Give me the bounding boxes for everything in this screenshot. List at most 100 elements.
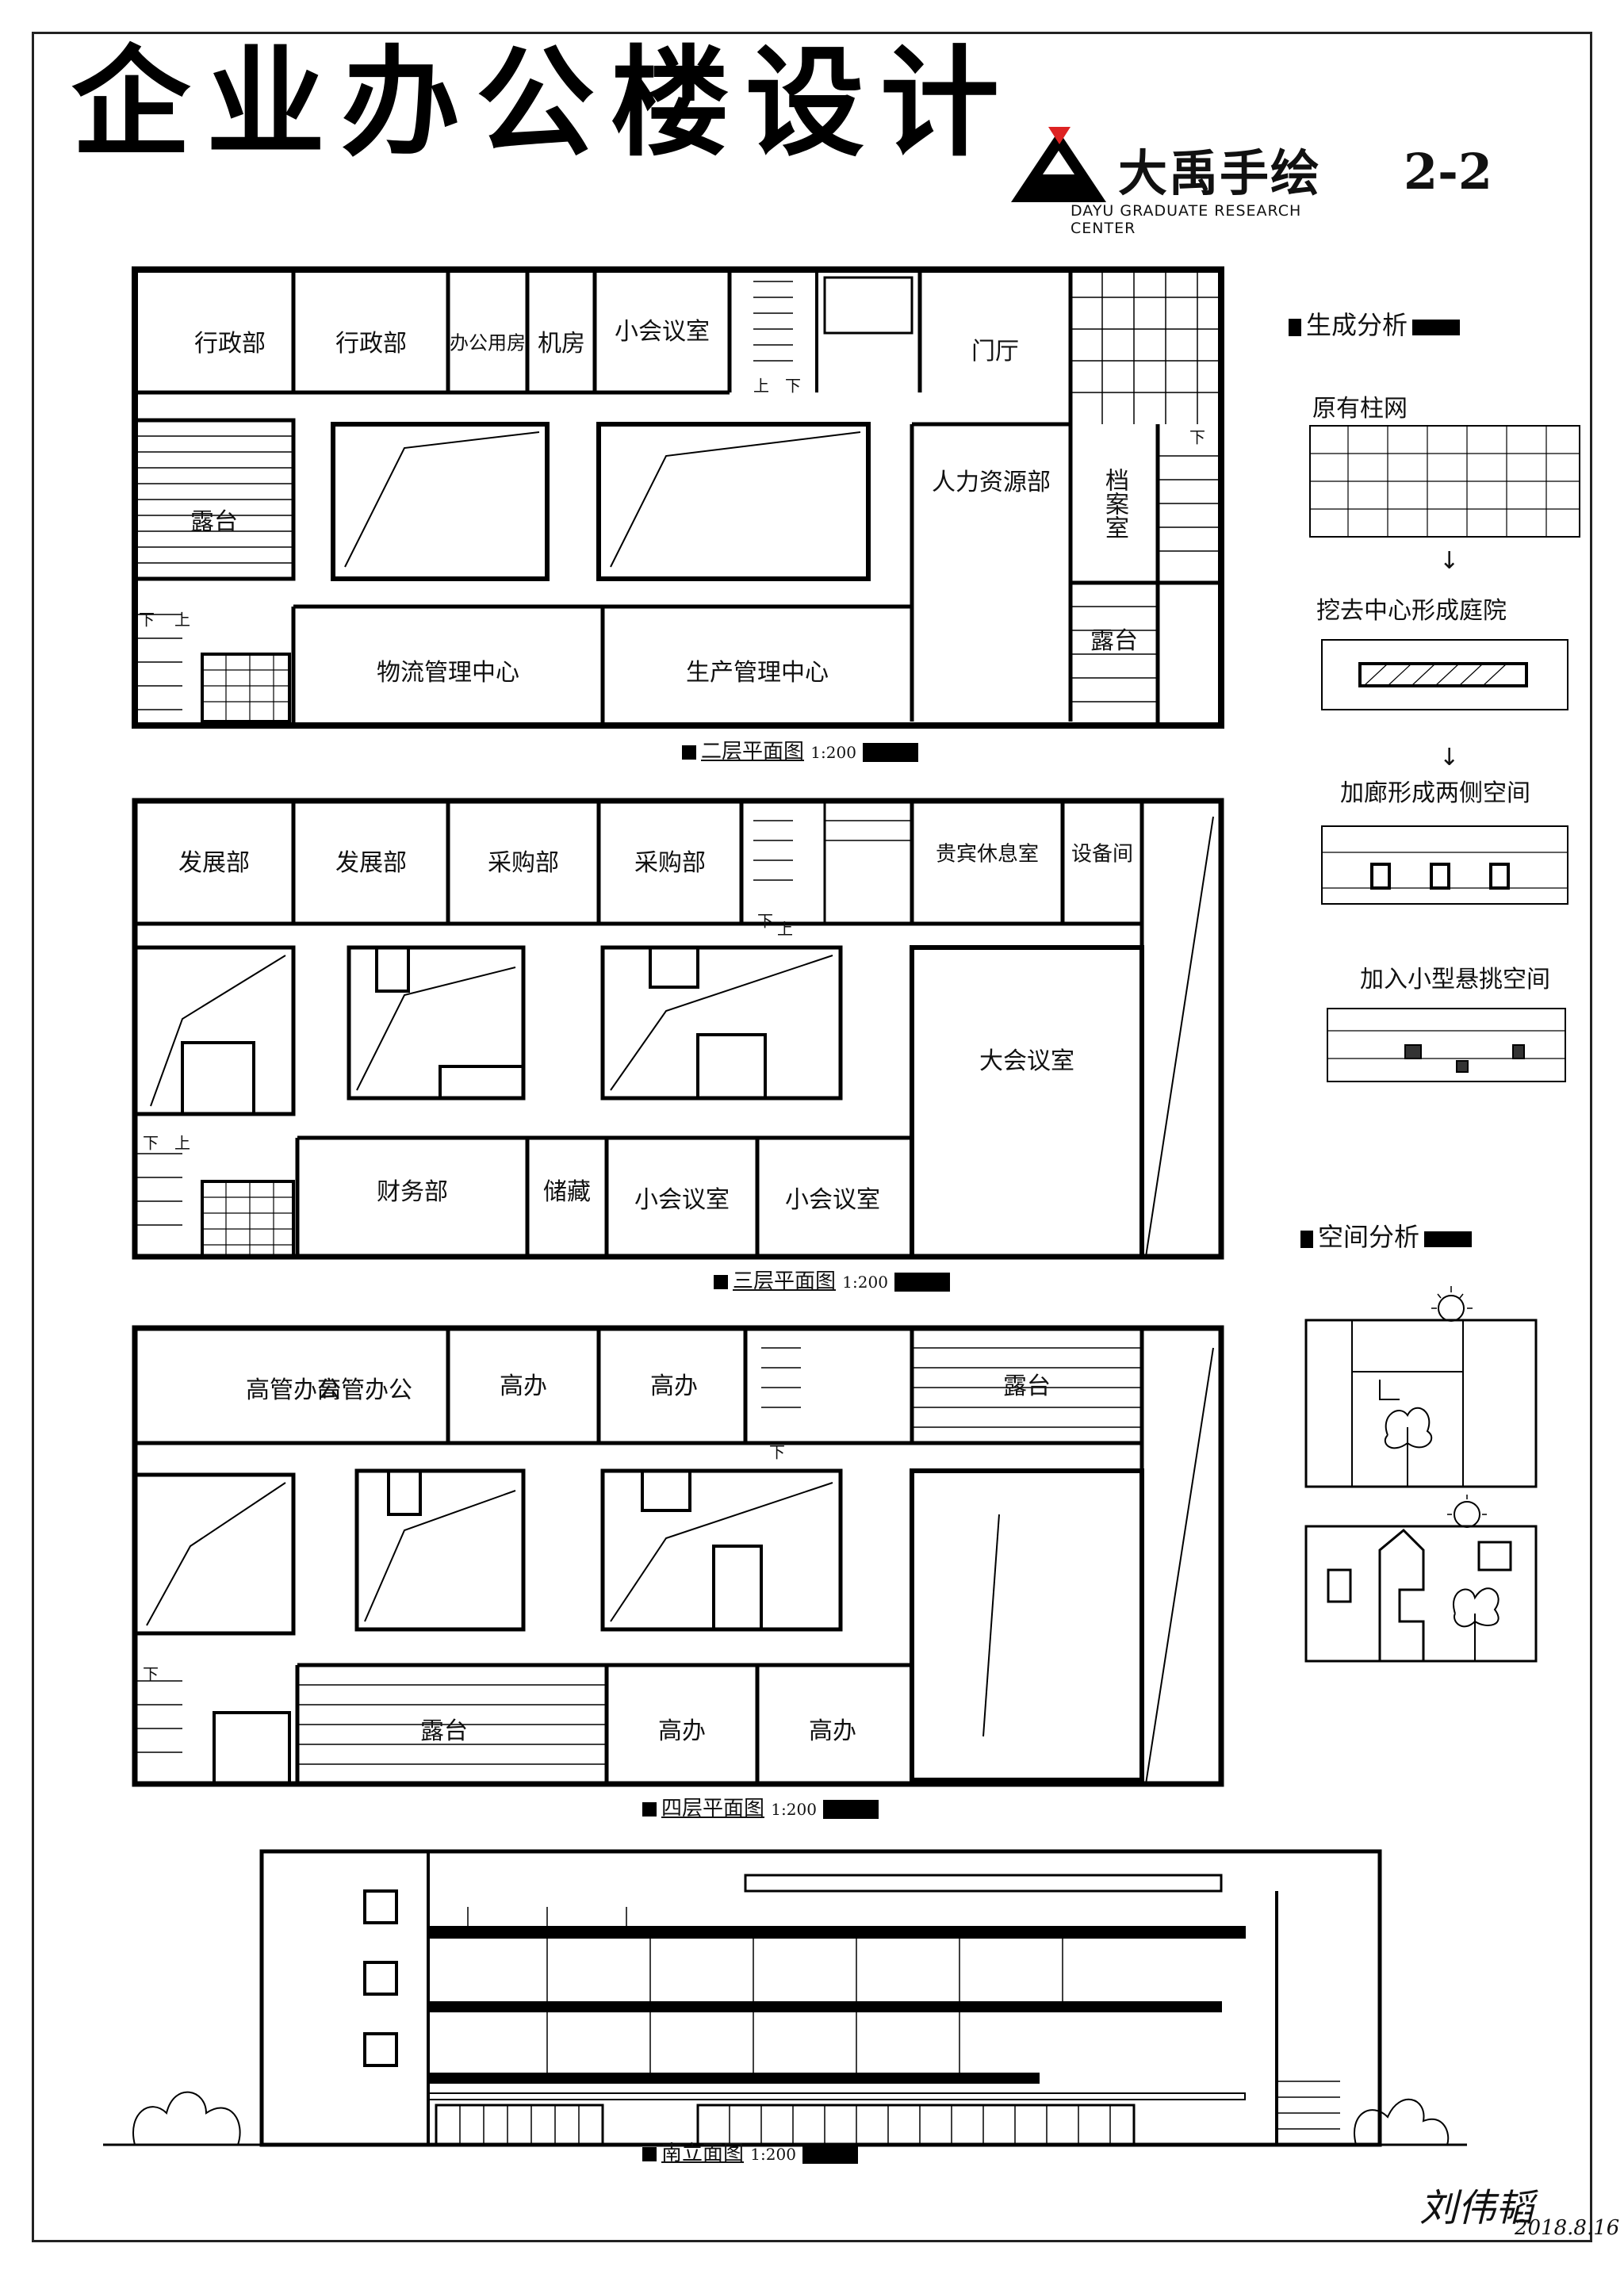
room-label: 高办 [809,1717,856,1745]
heading-marker-icon [1300,1230,1313,1248]
room-label: 高办 [650,1372,698,1400]
heading-bar-icon [1424,1231,1473,1247]
stair-label: 上 [174,1133,190,1153]
space-analysis-text: 空间分析 [1318,1222,1420,1252]
plan-caption-text: 二层平面图 [701,740,805,764]
logo-mark-icon [1011,127,1106,202]
space-analysis-section-2 [1304,1495,1542,1672]
room-label: 行政部 [335,330,407,358]
stair-label: 下 [139,610,155,630]
room-label: 高管办公 [317,1376,412,1404]
stair-label: 下 [143,1664,159,1684]
down-arrow-icon: ↓ [1439,547,1460,575]
plan-caption: 四层平面图 1:200 [642,1792,879,1821]
room-label: 机房 [538,330,585,358]
room-label: 档案室 [1101,468,1128,539]
room-label: 露台 [190,508,238,536]
author-signature: 刘伟韬 [1419,2186,1534,2230]
south-elevation-drawing [103,1849,1467,2147]
caption-marker-icon [642,1802,657,1817]
step1-diagram [1320,638,1574,717]
logo-text: 大禹手绘 [1118,144,1322,202]
room-label: 设备间 [1071,842,1134,867]
stair-label: 上 [777,919,793,939]
elevation-caption-text: 南立面图 [661,2142,745,2165]
floor-plan-4-drawing [132,1325,1224,1787]
shrub-icon [132,2091,1450,2146]
form-analysis-text: 生成分析 [1306,310,1408,340]
elevation-scale: 1:200 [750,2145,796,2164]
plan-scale: 1:200 [810,743,856,762]
step2-label: 加廊形成两侧空间 [1340,779,1530,807]
brand-logo: 大禹手绘 DAYU GRADUATE RESEARCH CENTER [1007,119,1372,237]
logo-subtitle: DAYU GRADUATE RESEARCH CENTER [1071,202,1302,237]
step1-label: 挖去中心形成庭院 [1316,597,1507,625]
space-analysis-heading: 空间分析 [1300,1217,1473,1254]
room-label: 采购部 [634,849,706,877]
caption-bar-icon [862,743,918,762]
room-label: 贵宾休息室 [935,842,1040,867]
floor-plan-3-drawing [132,798,1224,1260]
down-arrow-icon: ↓ [1439,744,1460,771]
page-title: 企业办公楼设计 [71,33,1016,173]
room-label: 小会议室 [785,1186,880,1214]
drawing-date: 2018.8.16 [1515,2216,1620,2240]
caption-marker-icon [682,745,696,760]
sheet-border [32,32,1592,2242]
caption-bar-icon [802,2145,858,2164]
room-label: 高办 [658,1717,706,1745]
step3-diagram [1326,1007,1572,1089]
room-label: 小会议室 [634,1186,730,1214]
stair-label: 下 [1189,427,1205,447]
caption-marker-icon [642,2147,657,2161]
caption-bar-icon [822,1800,879,1819]
plan-caption-text: 四层平面图 [661,1797,765,1820]
elevation-caption: 南立面图 1:200 [642,2137,858,2166]
south-elevation: 南立面图 1:200 [103,1843,1467,2176]
heading-marker-icon [1289,318,1301,336]
stair-label: 上 [753,376,769,396]
room-label: 门厅 [971,338,1019,366]
step2-diagram [1320,825,1574,911]
floor-plan-2: 行政部 行政部 办公用房 机房 小会议室 门厅 露台 人力资源部 档案室 露台 … [127,266,1253,764]
room-label: 发展部 [178,849,250,877]
sheet-number: 2-2 [1404,143,1493,201]
floor-plan-2-drawing [132,266,1224,729]
room-label: 露台 [420,1717,468,1745]
room-label: 露台 [1090,627,1138,655]
stair-label: 上 [174,610,190,630]
room-label: 大会议室 [979,1047,1074,1075]
caption-bar-icon [894,1273,950,1292]
stair-label: 下 [785,376,801,396]
plan-caption: 三层平面图 1:200 [714,1265,950,1294]
stair-label: 下 [757,911,773,931]
room-label: 财务部 [377,1178,448,1206]
stair-label: 下 [143,1133,159,1153]
room-label: 办公用房 [450,331,526,354]
room-label: 生产管理中心 [686,659,829,687]
floor-plan-3: 发展部 发展部 采购部 采购部 贵宾休息室 设备间 大会议室 财务部 储藏 小会… [127,797,1253,1293]
room-label: 小会议室 [615,318,710,346]
room-label: 人力资源部 [932,469,1051,496]
plan-caption-text: 三层平面图 [733,1269,837,1293]
floor-plan-4: 高管办公 高管办公 高办 高办 露台 露台 高办 高办 下 下 四层平面图 1:… [127,1324,1253,1820]
room-label: 采购部 [488,849,559,877]
plan-scale: 1:200 [771,1800,817,1819]
plan-caption: 二层平面图 1:200 [682,735,918,764]
stair-label: 下 [769,1442,785,1462]
step3-label: 加入小型悬挑空间 [1360,966,1550,993]
caption-marker-icon [714,1275,728,1289]
room-label: 发展部 [335,849,407,877]
original-grid-diagram [1308,424,1586,546]
room-label: 物流管理中心 [377,659,519,687]
form-analysis-heading: 生成分析 [1289,305,1461,342]
room-label: 行政部 [194,330,266,358]
room-label: 储藏 [543,1178,591,1206]
room-label: 高管办公 [246,1376,341,1404]
room-label: 高办 [500,1372,547,1400]
heading-bar-icon [1412,319,1461,335]
room-label: 露台 [1003,1372,1051,1400]
original-grid-label: 原有柱网 [1312,395,1408,423]
plan-scale: 1:200 [842,1273,888,1292]
space-analysis-section-1 [1304,1284,1542,1494]
